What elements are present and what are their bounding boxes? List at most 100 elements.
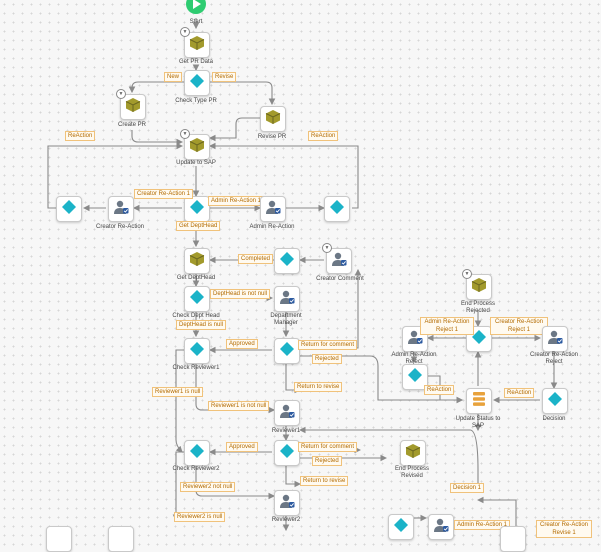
node-label: Creator Re-Action — [95, 224, 145, 230]
creator-comment-node[interactable] — [326, 248, 352, 274]
database-icon — [189, 35, 205, 56]
diamond-icon — [472, 329, 486, 349]
database-icon — [405, 443, 421, 464]
edge — [208, 142, 359, 209]
partial-node[interactable] — [46, 526, 72, 552]
diamond-icon — [548, 391, 562, 411]
condition-tag: Approved — [226, 339, 258, 349]
condition-tag: Return for comment — [298, 340, 358, 350]
node-label: End Process Revised — [394, 466, 430, 479]
condition-tag: Approved — [226, 442, 258, 452]
user-icon — [265, 199, 281, 220]
connector-layer — [47, 18, 558, 534]
admin-reaction-node[interactable] — [260, 196, 286, 222]
node-label: Update Status to SAP — [455, 416, 501, 429]
end-process-revised-node[interactable] — [400, 440, 426, 466]
condition-tag: Creator Re-Action Revise 1 — [536, 520, 592, 538]
creator-reaction-reject-node[interactable] — [542, 326, 568, 352]
condition-tag: DeptHead is null — [176, 320, 227, 330]
node-label: Admin Re-Action Reject — [391, 352, 437, 365]
create-pr-node[interactable] — [120, 94, 146, 120]
condition-tag: ReAction — [308, 131, 339, 141]
user-icon — [279, 493, 295, 514]
database-icon — [125, 97, 141, 118]
node-marker: ▼ — [322, 243, 332, 253]
start-node[interactable] — [184, 0, 208, 18]
decision-final-node[interactable] — [542, 388, 568, 414]
node-label: Update to SAP — [176, 160, 216, 166]
node-label: Department Manager — [270, 313, 302, 326]
diamond-icon — [280, 251, 294, 271]
admin-decision-node[interactable] — [184, 196, 210, 222]
diamond-icon — [190, 341, 204, 361]
edge — [298, 426, 479, 490]
partial-node[interactable] — [500, 526, 526, 552]
reviewer2-node[interactable] — [274, 490, 300, 516]
decision-node[interactable] — [324, 196, 350, 222]
bottom-user-node[interactable] — [428, 514, 454, 540]
user-icon — [433, 517, 449, 538]
revise-pr-node[interactable] — [260, 106, 286, 132]
diamond-icon — [190, 289, 204, 309]
sequence-icon — [472, 391, 486, 412]
diamond-icon — [408, 367, 422, 387]
check-reviewer2-node[interactable] — [184, 440, 210, 466]
node-label: Get DeptHead — [176, 275, 216, 281]
reject-lower-decision-node[interactable] — [402, 364, 428, 390]
department-manager-node[interactable] — [274, 286, 300, 312]
edge — [47, 142, 184, 209]
condition-tag: Reviewer2 not null — [180, 482, 236, 492]
condition-tag: DeptHead is not null — [210, 289, 271, 299]
edge — [131, 130, 184, 146]
update-status-to-sap-node[interactable] — [466, 388, 492, 414]
reviewer1-node[interactable] — [274, 400, 300, 426]
diamond-icon — [394, 517, 408, 537]
node-marker: ▼ — [180, 129, 190, 139]
get-depthead-node[interactable] — [184, 248, 210, 274]
condition-tag: ReAction — [424, 385, 455, 395]
completed-decision-node[interactable] — [274, 248, 300, 274]
condition-tag: Revise — [212, 72, 237, 82]
node-label: Admin Re-Action — [249, 224, 295, 230]
user-icon — [547, 329, 563, 350]
check-dept-head-node[interactable] — [184, 286, 210, 312]
get-pr-data-node[interactable] — [184, 32, 210, 58]
condition-tag: Admin Re-Action 1 — [454, 520, 511, 530]
check-reviewer1-node[interactable] — [184, 338, 210, 364]
database-icon — [189, 251, 205, 272]
database-icon — [189, 137, 205, 158]
edge — [208, 81, 276, 106]
decision-node[interactable] — [56, 196, 82, 222]
condition-tag: ReAction — [65, 131, 96, 141]
diamond-icon — [190, 73, 204, 93]
condition-tag: Admin Re-Action Reject 1 — [420, 317, 474, 335]
diamond-icon — [280, 443, 294, 463]
edge — [285, 466, 302, 488]
node-label: Creator Re-Action Reject — [529, 352, 579, 365]
end-process-rejected-node[interactable] — [466, 274, 492, 300]
reviewer2-decision-node[interactable] — [274, 440, 300, 466]
user-icon — [113, 199, 129, 220]
node-label: Create PR — [117, 122, 146, 128]
edge — [476, 496, 517, 534]
node-label: Reviewer1 — [271, 428, 301, 434]
play-icon — [185, 0, 207, 20]
user-icon — [279, 289, 295, 310]
node-label: Reviewer2 — [271, 517, 301, 523]
node-label: Creator Comment — [316, 276, 364, 282]
reviewer1-decision-node[interactable] — [274, 338, 300, 364]
node-label: Get PR Data — [178, 59, 213, 65]
condition-tag: Reviewer1 is null — [152, 387, 204, 397]
creator-reaction-node[interactable] — [108, 196, 134, 222]
bottom-decision-node[interactable] — [388, 514, 414, 540]
diamond-icon — [280, 341, 294, 361]
diamond-icon — [190, 199, 204, 219]
condition-tag: Admin Re-Action 1 — [208, 196, 265, 206]
partial-node[interactable] — [108, 526, 134, 552]
check-type-pr-node[interactable] — [184, 70, 210, 96]
condition-tag: Completed — [238, 254, 274, 264]
user-icon — [331, 251, 347, 272]
update-to-sap-node[interactable] — [184, 134, 210, 160]
condition-tag: Creator Re-Action 1 — [134, 189, 194, 199]
